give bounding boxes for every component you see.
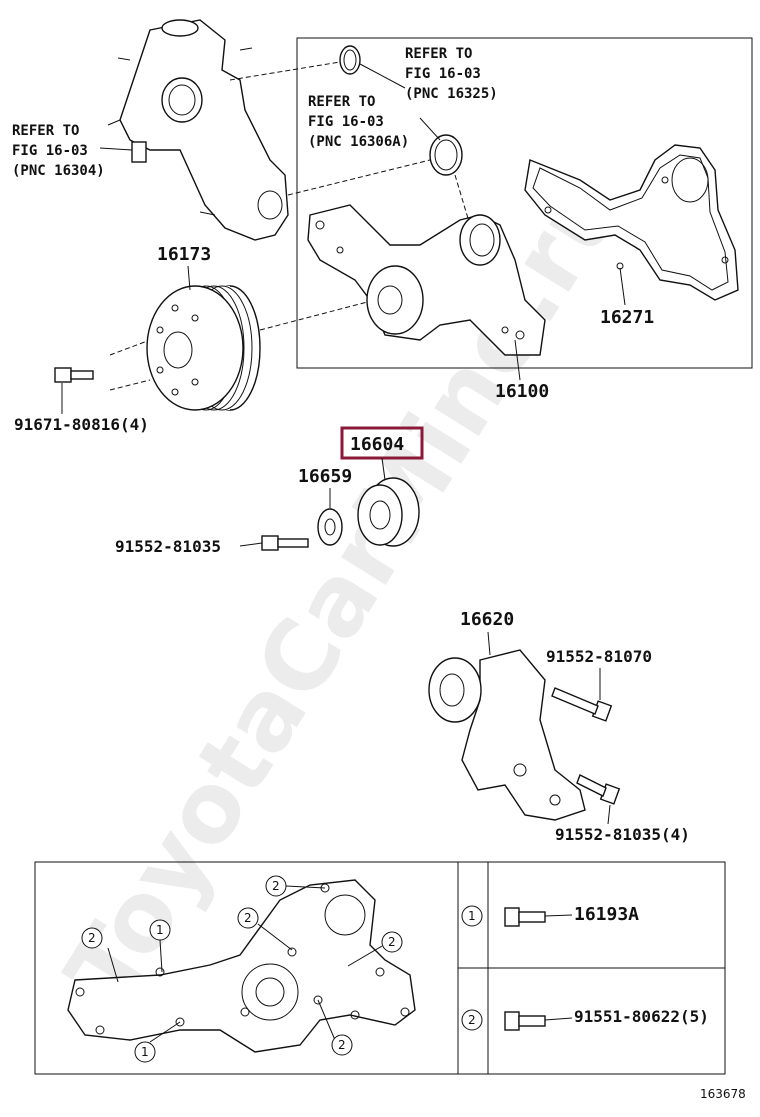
svg-text:91552-81035: 91552-81035 [115,537,221,556]
svg-text:91552-81035(4): 91552-81035(4) [555,825,690,844]
label-gasket[interactable]: 16271 [600,267,654,328]
tensioner-bolt-b[interactable] [576,774,621,805]
washer-16659[interactable] [317,508,343,546]
svg-text:FIG 16-03: FIG 16-03 [12,143,88,159]
gasket-marker-4: 2 [265,875,326,897]
ref-mid[interactable]: REFER TO FIG 16-03 (PNC 16306A) [308,94,441,150]
svg-text:2: 2 [88,931,96,945]
legend-bolt-2 [504,1011,520,1031]
legend-marker-2: 2 [468,1013,476,1027]
svg-text:16659: 16659 [298,466,352,487]
idler-pulley-16604[interactable] [357,477,420,547]
legend-part-1[interactable]: 16193A [574,904,639,925]
svg-text:16620: 16620 [460,609,514,630]
gasket-16271[interactable] [524,144,739,301]
svg-text:2: 2 [338,1038,346,1052]
legend-marker-1: 1 [468,909,476,923]
gasket-marker-2: 1 [149,919,171,973]
svg-text:REFER TO: REFER TO [308,94,375,110]
label-idler-highlight[interactable]: 16604 [340,426,424,481]
label-tensioner[interactable]: 16620 [460,609,514,656]
svg-text:(PNC 16325): (PNC 16325) [405,86,498,102]
pulley-16173[interactable] [146,285,261,411]
legend-part-2[interactable]: 91551-80622(5) [574,1007,709,1026]
legend-bolt-1 [504,907,520,927]
ref-top-left[interactable]: REFER TO FIG 16-03 (PNC 16304) [12,123,133,179]
label-pulley-bolt[interactable]: 91671-80816(4) [14,383,149,434]
svg-text:2: 2 [272,879,280,893]
svg-text:16271: 16271 [600,307,654,328]
svg-text:(PNC 16304): (PNC 16304) [12,163,105,179]
label-water-pump[interactable]: 16100 [495,339,549,402]
svg-text:16604: 16604 [350,434,404,455]
assembly-frame [296,37,753,369]
gasket-marker-3: 2 [237,907,293,951]
legend-row-1: 1 16193A [461,904,639,927]
water-pump-body[interactable] [307,204,546,356]
svg-text:FIG 16-03: FIG 16-03 [308,114,384,130]
label-pulley[interactable]: 16173 [157,244,211,291]
water-outlet-housing[interactable] [107,19,289,241]
gasket-marker-6: 1 [134,1021,181,1063]
svg-text:91671-80816(4): 91671-80816(4) [14,415,149,434]
idler-bolt[interactable] [261,535,309,551]
label-tensioner-bolt-a[interactable]: 91552-81070 [546,647,652,700]
o-ring-small[interactable] [339,45,361,75]
svg-text:16173: 16173 [157,244,211,265]
label-idler-bolt[interactable]: 91552-81035 [115,537,263,556]
label-tensioner-bolt-b[interactable]: 91552-81035(4) [555,804,690,844]
gasket-marker-5: 2 [347,931,403,967]
gasket-marker-1: 2 [81,927,119,983]
legend-row-2: 2 91551-80622(5) [461,1007,709,1031]
svg-text:REFER TO: REFER TO [405,46,472,62]
svg-text:91552-81070: 91552-81070 [546,647,652,666]
label-washer[interactable]: 16659 [298,466,352,508]
svg-text:16100: 16100 [495,381,549,402]
svg-text:(PNC 16306A): (PNC 16306A) [308,134,409,150]
svg-text:FIG 16-03: FIG 16-03 [405,66,481,82]
svg-text:2: 2 [388,935,396,949]
svg-text:1: 1 [141,1045,149,1059]
gasket-marker-7: 2 [317,999,353,1056]
svg-text:1: 1 [156,923,164,937]
figure-id: 163678 [700,1087,746,1101]
ref-top-right[interactable]: REFER TO FIG 16-03 (PNC 16325) [359,46,498,102]
pulley-bolt[interactable] [54,367,94,383]
belt-tensioner-16620[interactable] [428,649,586,821]
svg-text:2: 2 [244,911,252,925]
svg-text:REFER TO: REFER TO [12,123,79,139]
tensioner-bolt-a[interactable] [551,687,613,722]
